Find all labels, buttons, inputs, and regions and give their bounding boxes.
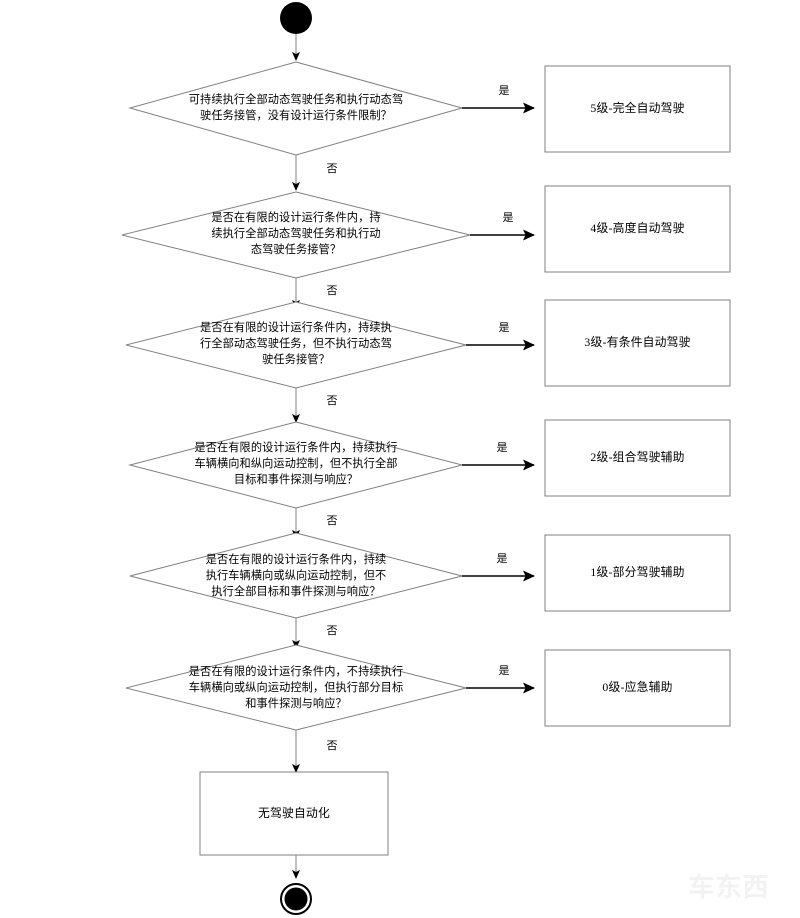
result-box-r0 <box>544 649 731 727</box>
terminal-box-no-automation <box>199 771 389 856</box>
result-box-r4 <box>544 185 731 273</box>
result-box-r3 <box>544 299 731 387</box>
decision-node-d0 <box>125 644 467 731</box>
end-node <box>284 887 308 911</box>
result-box-r1 <box>544 534 731 612</box>
result-box-r5 <box>544 65 731 153</box>
result-box-r2 <box>544 419 731 497</box>
start-node <box>280 2 312 34</box>
decision-node-d1 <box>129 532 463 619</box>
decision-node-d5 <box>128 61 464 156</box>
end-node-ring <box>280 883 312 915</box>
decision-node-d4 <box>121 191 471 279</box>
decision-node-d2 <box>128 421 464 509</box>
decision-node-d3 <box>125 301 467 389</box>
